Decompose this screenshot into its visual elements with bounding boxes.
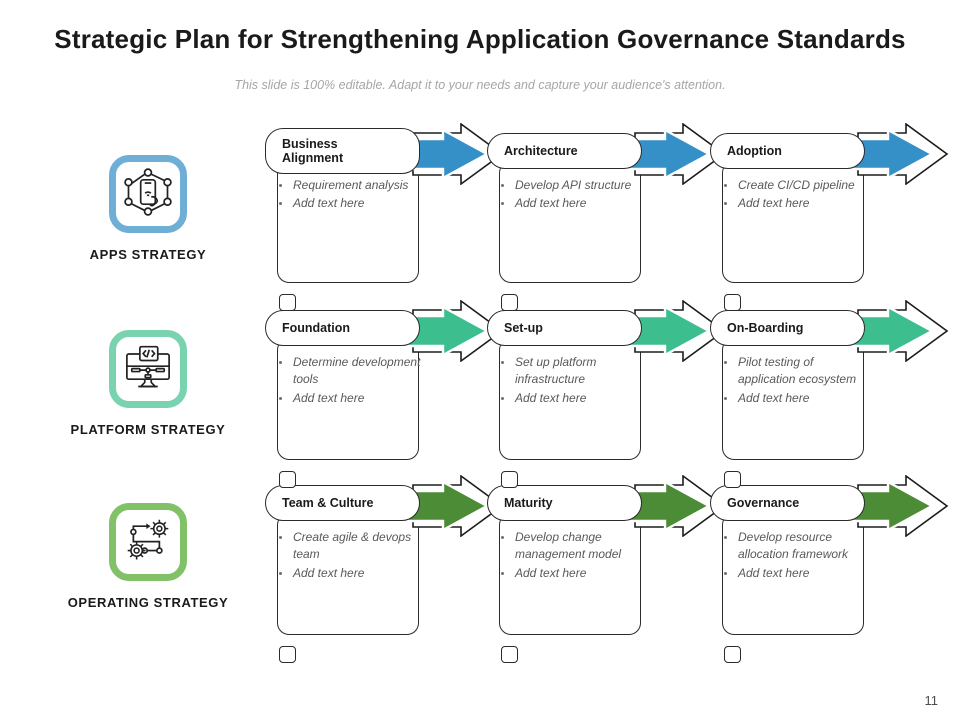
step-title-label: Business Alignment [282,137,344,165]
step-title-label: Set-up [504,321,543,335]
strategy-badge-1 [109,330,187,408]
strategy-badge-2 [109,503,187,581]
step-connector-handle[interactable] [501,294,518,311]
step-title-pill[interactable]: Business Alignment [265,128,420,174]
strategy-item-2: OPERATING STRATEGY [48,503,248,610]
bullet-item: Create agile & devops team [275,529,425,564]
step-title-pill[interactable]: Set-up [487,310,642,346]
strategy-label: OPERATING STRATEGY [67,595,229,610]
step-title-pill[interactable]: Team & Culture [265,485,420,521]
step-connector-handle[interactable] [501,646,518,663]
bullet-item: Add text here [497,195,647,212]
step-connector-handle[interactable] [724,646,741,663]
gears-workflow-icon [122,514,174,571]
bullet-item: Set up platform infrastructure [497,354,647,389]
step-title-pill[interactable]: Foundation [265,310,420,346]
step-title-pill[interactable]: Maturity [487,485,642,521]
step-body-box [277,338,419,460]
step-connector-handle[interactable] [279,646,296,663]
strategy-label: PLATFORM STRATEGY [70,422,226,437]
strategy-item-0: APPS STRATEGY [48,155,248,262]
bullet-item: Requirement analysis [275,177,425,194]
page-subtitle: This slide is 100% editable. Adapt it to… [234,78,726,92]
step-body-box [499,513,641,635]
step-arrow-icon [375,123,505,185]
step-connector-handle[interactable] [279,294,296,311]
step-title-pill[interactable]: Adoption [710,133,865,169]
bullet-item: Develop change management model [497,529,647,564]
step-title-label: Architecture [504,144,578,158]
step-connector-handle[interactable] [724,294,741,311]
bullet-item: Add text here [275,195,425,212]
step-title-label: Governance [727,496,800,510]
bullet-item: Add text here [275,390,425,407]
step-body-box [722,161,864,283]
step-title-label: Maturity [504,496,553,510]
bullet-item: Add text here [497,390,647,407]
strategy-badge-0 [109,155,187,233]
bullet-item: Add text here [275,565,425,582]
bullet-item: Add text here [720,195,870,212]
bullet-item: Add text here [720,565,870,582]
step-title-pill[interactable]: Governance [710,485,865,521]
page-number: 11 [924,693,939,708]
arrow-graphic [375,123,504,185]
bullet-item: Pilot testing of application ecosystem [720,354,870,389]
step-body-box [499,161,641,283]
step-title-pill[interactable]: Architecture [487,133,642,169]
monitor-code-icon [122,341,174,398]
step-title-label: Team & Culture [282,496,374,510]
bullet-item: Develop API structure [497,177,647,194]
step-connector-handle[interactable] [724,471,741,488]
step-body-box [499,338,641,460]
step-title-label: Adoption [727,144,782,158]
step-connector-handle[interactable] [501,471,518,488]
strategy-item-1: PLATFORM STRATEGY [48,330,248,437]
step-title-label: Foundation [282,321,351,335]
bullet-item: Add text here [497,565,647,582]
bullet-item: Create CI/CD pipeline [720,177,870,194]
bullet-item: Add text here [720,390,870,407]
step-connector-handle[interactable] [279,471,296,488]
mobile-network-icon [122,166,174,223]
step-title-pill[interactable]: On-Boarding [710,310,865,346]
step-body-box [722,338,864,460]
bullet-item: Determine development tools [275,354,425,389]
bullet-item: Develop resource allocation framework [720,529,870,564]
strategy-label: APPS STRATEGY [89,247,207,262]
page-title: Strategic Plan for Strengthening Applica… [54,24,906,54]
step-title-label: On-Boarding [727,321,804,335]
